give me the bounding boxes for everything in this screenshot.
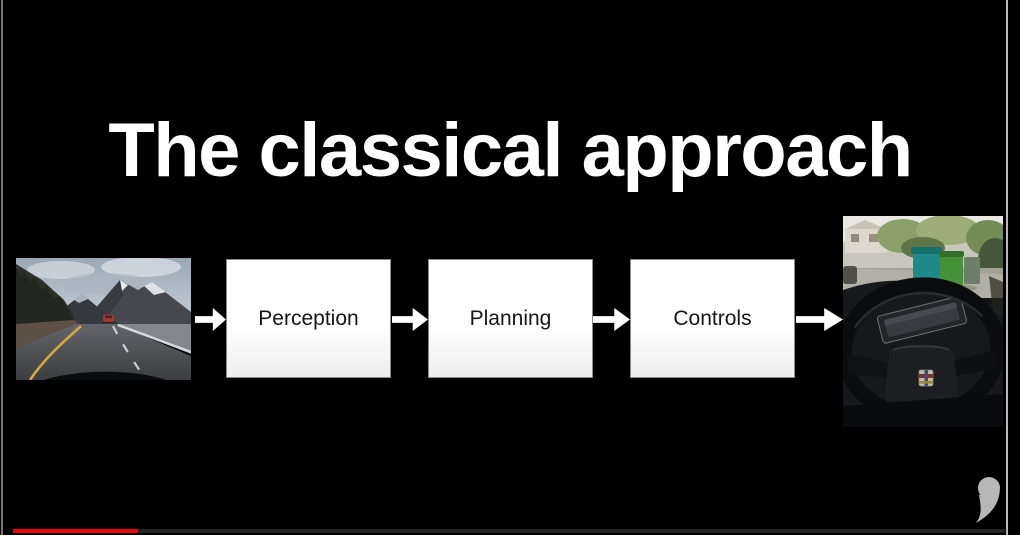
flow-arrow-icon	[195, 307, 226, 332]
stage-label: Planning	[469, 306, 552, 330]
pipeline-stage-perception: Perception	[226, 259, 391, 378]
comma-logo-icon	[973, 477, 1001, 523]
flow-arrow-icon	[392, 307, 428, 332]
cadillac-crest-icon	[918, 369, 934, 387]
progress-fill	[13, 529, 138, 533]
flow-arrow-icon	[796, 307, 843, 332]
stage-label: Perception	[258, 306, 359, 330]
flow-arrow-icon	[593, 307, 630, 332]
stage-label: Controls	[673, 306, 752, 330]
pipeline-stage-planning: Planning	[428, 259, 593, 378]
slide-right-edge-line	[1006, 0, 1008, 535]
pipeline-stage-controls: Controls	[630, 259, 795, 378]
steering-wheel-output-image	[843, 216, 1003, 427]
dashcam-input-image	[16, 258, 191, 380]
video-progress-bar[interactable]	[13, 529, 1005, 533]
slide-left-edge-line	[1, 0, 3, 535]
page-title: The classical approach	[108, 107, 913, 193]
